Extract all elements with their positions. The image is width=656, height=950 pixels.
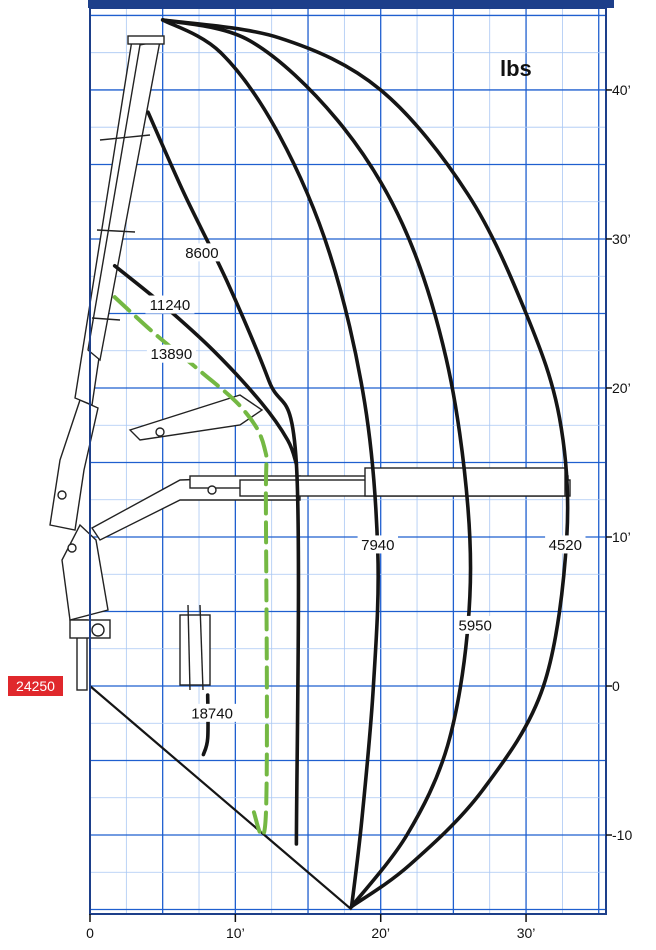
capacity-curve-13890 [112,295,269,838]
capacity-labels: 4520 5950 7940 8600 11240 13890 18740 [145,243,586,722]
x-tick-label: 10’ [226,925,245,941]
capacity-label-background [181,243,223,262]
capacity-label-13890: 13890 [151,346,193,363]
y-tick-label: -10 [612,827,632,843]
y-tick-label: 30’ [612,231,631,247]
grid [89,8,606,914]
y-tick-label: 0 [612,678,620,694]
capacity-curves [112,18,570,909]
base-capacity-background [8,676,63,696]
capacity-label-8600: 8600 [185,245,218,262]
y-tick-label: 40’ [612,82,631,98]
capacity-label-5950: 5950 [458,617,491,634]
capacity-label-background [357,535,398,554]
header-bar [88,0,614,8]
chart-frame [89,7,607,915]
crane-illustration [49,35,571,691]
capacity-label-4520: 4520 [549,537,582,554]
x-tick-label: 20’ [371,925,390,941]
capacity-label-18740: 18740 [191,705,233,722]
capacity-label-11240: 11240 [150,297,191,314]
capacity-curve-7940 [160,18,380,909]
capacity-label-background [454,615,496,634]
y-tick-label: 10’ [612,529,631,545]
capacity-curve-8600 [146,110,301,846]
capacity-curve-4520 [160,18,570,909]
capacity-label-background [545,535,586,554]
capacity-curve-5950 [160,18,473,909]
y-axis: 40’ 30’ 20’ 10’ 0 -10 [606,82,632,843]
units-label: lbs [500,56,532,81]
reach-boundary [89,685,353,911]
x-tick-label: 0 [86,925,94,941]
y-tick-label: 20’ [612,380,631,396]
capacity-label-7940: 7940 [361,537,394,554]
base-capacity-badge: 24250 [8,676,63,696]
x-axis: 0 10’ 20’ 30’ [86,914,535,941]
reach-boundary-line [89,685,353,911]
base-capacity-label: 24250 [16,678,55,694]
capacity-label-background [146,344,196,363]
x-tick-label: 30’ [517,925,536,941]
capacity-label-background [187,703,237,722]
capacity-label-background [145,295,195,314]
